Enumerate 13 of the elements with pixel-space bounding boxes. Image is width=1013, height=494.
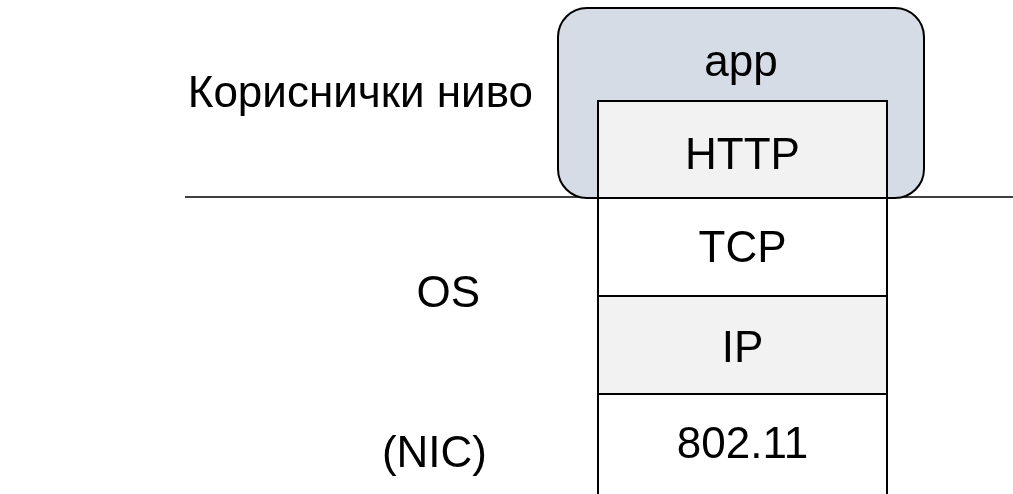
level-label: Кориснички ниво	[187, 70, 533, 114]
layer-box	[597, 100, 888, 199]
layer-name: HTTP	[685, 129, 800, 178]
level-label: OS	[416, 270, 480, 314]
layer-box	[597, 295, 888, 395]
layer-name: IP	[721, 322, 764, 371]
layer-name: 802.11	[676, 418, 809, 467]
layer-box	[597, 393, 888, 494]
layer-box	[597, 197, 888, 297]
level-label: (NIC)	[381, 430, 487, 474]
layer-name: TCP	[698, 222, 787, 271]
layer-box	[557, 7, 925, 199]
layer-name: app	[704, 36, 778, 85]
